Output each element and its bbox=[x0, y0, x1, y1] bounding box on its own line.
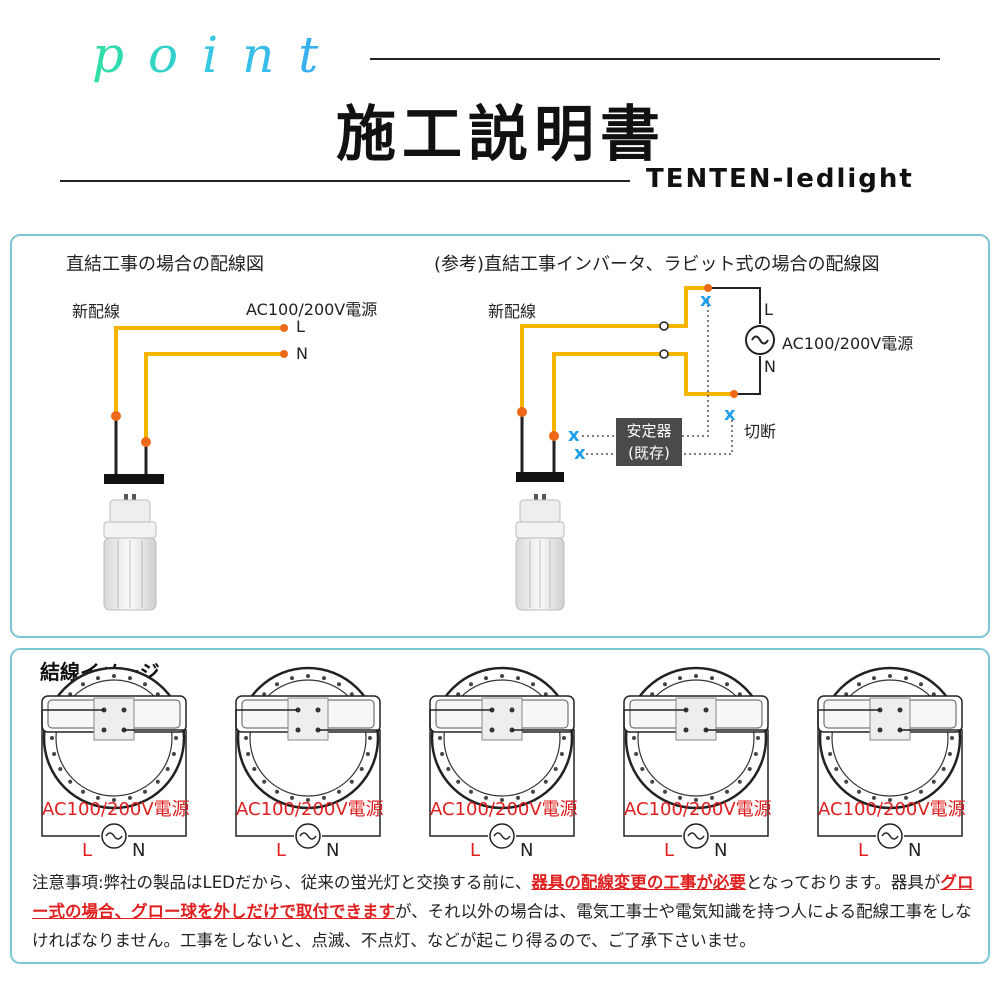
cut-mark-icon: x bbox=[724, 404, 736, 425]
left-neutral-joint bbox=[141, 437, 151, 447]
right-wires bbox=[520, 286, 734, 436]
fixture-socket bbox=[869, 697, 911, 741]
fixture-diagram: AC100/200V電源 L N bbox=[232, 662, 384, 862]
fixture-svg bbox=[817, 666, 963, 849]
fixture-neutral-label: N bbox=[714, 840, 728, 861]
fixture-diagram: AC100/200V電源 L N bbox=[620, 662, 772, 862]
wiring-diagram-svg: x x x x bbox=[103, 284, 775, 611]
right-line-open-terminal bbox=[659, 321, 669, 331]
left-neutral-wire bbox=[144, 352, 284, 442]
left-neutral-label: N bbox=[296, 344, 308, 363]
right-neutral-open-terminal bbox=[659, 349, 669, 359]
fixture-source-label: AC100/200V電源 bbox=[236, 799, 384, 820]
ballast-existing-label: (既存) bbox=[628, 444, 670, 462]
left-line-wire bbox=[114, 326, 284, 416]
fixture-diagram: AC100/200V電源 L N bbox=[814, 662, 966, 862]
right-line-label: L bbox=[764, 300, 773, 319]
left-socket-bar bbox=[104, 474, 164, 484]
fixture-inner-ring bbox=[249, 679, 367, 797]
source-loop bbox=[708, 287, 775, 395]
fixture-source-label: AC100/200V電源 bbox=[624, 799, 772, 820]
cut-marks: x x x x bbox=[568, 290, 736, 464]
left-line-joint bbox=[111, 411, 121, 421]
fixture-neutral-label: N bbox=[520, 840, 534, 861]
left-led-bulb bbox=[103, 494, 157, 611]
fixture-inner-ring bbox=[637, 679, 755, 797]
fixture-svg bbox=[235, 666, 381, 849]
notice-text: 注意事項:弊社の製品はLEDだから、従来の蛍光灯と交換する前に、器具の配線変更の… bbox=[32, 868, 982, 955]
left-wires bbox=[114, 326, 284, 442]
right-socket-bar bbox=[516, 472, 564, 482]
fixture-neutral-label: N bbox=[326, 840, 340, 861]
fixture-line-label: L bbox=[664, 840, 675, 861]
ballast-label: 安定器 bbox=[626, 422, 672, 440]
fixture-line-label: L bbox=[858, 840, 869, 861]
left-line-label: L bbox=[296, 317, 305, 336]
ac-source-icon bbox=[745, 325, 775, 355]
right-diagram-title: (参考)直結工事インバータ、ラビット式の場合の配線図 bbox=[434, 254, 880, 275]
fixture-source-label: AC100/200V電源 bbox=[818, 799, 966, 820]
right-neutral-wire bbox=[552, 352, 734, 436]
cut-mark-icon: x bbox=[568, 425, 580, 446]
right-new-wire-label: 新配線 bbox=[488, 302, 537, 321]
fixture-line-label: L bbox=[82, 840, 93, 861]
left-source-label: AC100/200V電源 bbox=[246, 300, 378, 319]
fixture-socket bbox=[93, 697, 135, 741]
fixture-diagram: AC100/200V電源 L N bbox=[38, 662, 190, 862]
fixture-socket bbox=[675, 697, 717, 741]
right-line-joint bbox=[517, 407, 527, 417]
fixture-diagram: AC100/200V電源 L N bbox=[426, 662, 578, 862]
notice-emphasis-rewire: 器具の配線変更の工事が必要 bbox=[531, 873, 746, 892]
fixture-wire-loop bbox=[41, 709, 104, 837]
notice-part2: となっております。器具が bbox=[745, 873, 941, 892]
left-line-terminal bbox=[280, 324, 288, 332]
fixture-wire-loop bbox=[235, 709, 298, 837]
cut-mark-icon: x bbox=[700, 290, 712, 311]
left-new-wire-label: 新配線 bbox=[72, 302, 121, 321]
right-line-wire bbox=[520, 286, 708, 412]
right-led-bulb bbox=[515, 494, 565, 611]
fixture-source-label: AC100/200V電源 bbox=[430, 799, 578, 820]
brand-name: TENTEN-ledlight bbox=[646, 164, 914, 194]
fixture-svg bbox=[623, 666, 769, 849]
notice-part1: 注意事項:弊社の製品はLEDだから、従来の蛍光灯と交換する前に、 bbox=[32, 873, 532, 892]
fixture-svg bbox=[429, 666, 575, 849]
wiring-diagram-panel bbox=[10, 234, 990, 638]
header-rule-bottom bbox=[60, 180, 630, 182]
fixture-socket bbox=[481, 697, 523, 741]
notice-emphasis-glow: グロー式の場合、グロー球を外しだけで取付できます bbox=[32, 873, 974, 921]
fixture-socket bbox=[287, 697, 329, 741]
left-diagram-title: 直結工事の場合の配線図 bbox=[66, 254, 264, 275]
right-source-label: AC100/200V電源 bbox=[782, 334, 914, 353]
fixture-inner-ring bbox=[443, 679, 561, 797]
existing-ballast: 安定器 (既存) bbox=[616, 418, 682, 466]
fixture-line-label: L bbox=[470, 840, 481, 861]
fixture-wire-loop bbox=[623, 709, 686, 837]
fixture-line-label: L bbox=[276, 840, 287, 861]
brand-word: point bbox=[92, 26, 343, 84]
fixture-wire-loop bbox=[429, 709, 492, 837]
right-neutral-joint bbox=[549, 431, 559, 441]
right-neutral-label: N bbox=[764, 357, 776, 376]
fixture-inner-ring bbox=[831, 679, 949, 797]
notice-part3: が、それ以外の場合は、電気工事士や電気知識を持つ人による配線工事をしなければなり… bbox=[32, 902, 972, 950]
cut-mark-icon: x bbox=[574, 443, 586, 464]
header-rule-top bbox=[370, 58, 940, 60]
fixture-svg bbox=[41, 666, 187, 849]
fixture-inner-ring bbox=[55, 679, 173, 797]
fixture-neutral-label: N bbox=[132, 840, 146, 861]
fixture-source-label: AC100/200V電源 bbox=[42, 799, 190, 820]
ballast-old-wiring bbox=[582, 300, 733, 455]
page-title: 施工説明書 bbox=[336, 100, 666, 170]
cut-label: 切断 bbox=[744, 422, 777, 441]
left-neutral-terminal bbox=[280, 350, 288, 358]
fixture-wire-loop bbox=[817, 709, 880, 837]
fixture-neutral-label: N bbox=[908, 840, 922, 861]
